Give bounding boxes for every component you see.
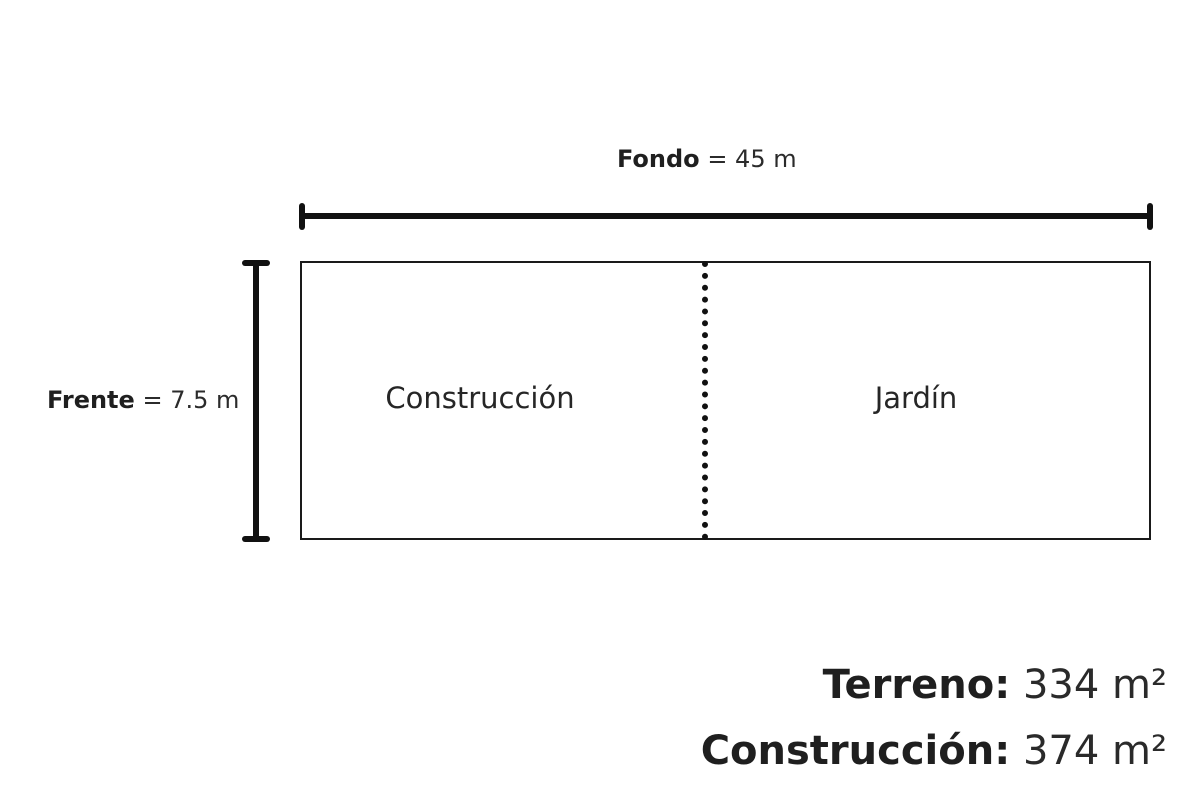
zone-divider	[702, 261, 708, 540]
terreno-total: Terreno: 334 m²	[823, 662, 1167, 708]
fondo-label: Fondo = 45 m	[617, 145, 797, 173]
zone-jardin-label: Jardín	[874, 381, 958, 415]
construccion-total-label: Construcción:	[700, 728, 1011, 774]
zone-construccion-label: Construcción	[385, 381, 575, 415]
terreno-total-label: Terreno:	[822, 662, 1011, 708]
frente-dimension-line	[242, 260, 270, 542]
frente-value: = 7.5 m	[142, 386, 240, 414]
construccion-total: Construcción: 374 m²	[701, 728, 1167, 774]
terreno-total-value: 334 m²	[1022, 662, 1167, 708]
fondo-name: Fondo	[617, 145, 700, 173]
frente-label: Frente = 7.5 m	[47, 386, 239, 414]
frente-name: Frente	[47, 386, 135, 414]
fondo-dimension-line	[299, 203, 1153, 230]
construccion-total-value: 374 m²	[1022, 728, 1167, 774]
fondo-value: = 45 m	[707, 145, 797, 173]
lot-outline	[300, 261, 1151, 540]
